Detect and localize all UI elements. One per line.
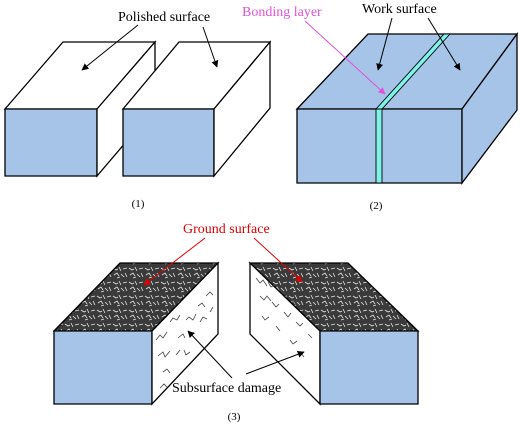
ground-block-right xyxy=(248,261,420,406)
ground-arrow-right xyxy=(253,237,303,283)
bonding-layer-label: Bonding layer xyxy=(242,5,322,20)
panel-1: Polished surface (1) xyxy=(3,10,272,210)
subsurface-cracks-right xyxy=(255,277,313,358)
polished-arrow-right xyxy=(202,26,219,68)
damage-arrow-right xyxy=(245,350,305,375)
ground-block-left xyxy=(52,261,220,406)
bonded-block-side xyxy=(461,32,518,185)
damage-arrow-left xyxy=(187,330,233,379)
polished-surface-label: Polished surface xyxy=(118,10,210,25)
polished-arrow-left xyxy=(81,24,139,71)
subsurface-damage-label: Subsurface damage xyxy=(172,381,281,396)
bonding-layer-arrow xyxy=(304,20,386,95)
ground-arrow-left xyxy=(143,237,206,286)
bonding-layer-front xyxy=(375,108,383,184)
block-right-front xyxy=(122,108,215,177)
ground-left-front xyxy=(53,330,153,405)
block-left-front xyxy=(4,108,98,177)
panel-3: Ground surface Subsurface damage (3) xyxy=(52,222,420,423)
panel-2-number: (2) xyxy=(370,200,383,212)
polished-block-right xyxy=(121,40,272,178)
ground-right-front xyxy=(319,330,419,405)
ground-left-side xyxy=(151,261,219,406)
panel-3-number: (3) xyxy=(228,411,241,423)
ground-surface-label: Ground surface xyxy=(183,222,270,237)
work-surface-label: Work surface xyxy=(362,2,437,17)
work-surface-arrow-right xyxy=(427,17,461,71)
panel-2: Bonding layer Work surface (2) xyxy=(242,2,519,212)
work-surface-arrow-left xyxy=(376,17,393,71)
panel-1-number: (1) xyxy=(132,198,145,210)
block-right-side xyxy=(213,40,271,178)
